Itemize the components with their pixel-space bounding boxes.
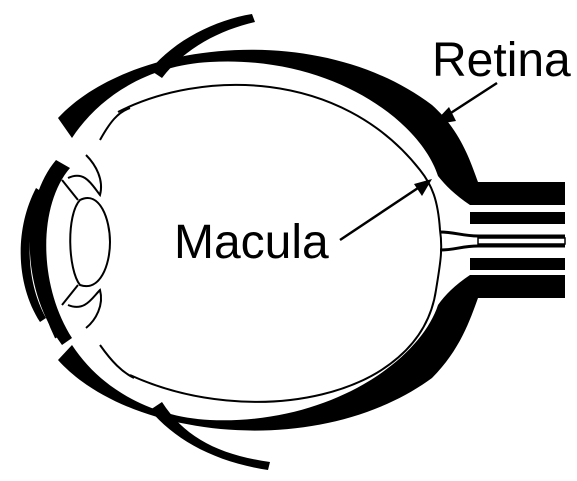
lower-lid-curve xyxy=(150,402,270,470)
upper-lid-curve xyxy=(150,14,255,78)
lens xyxy=(70,198,110,286)
retina-pointer-arrow xyxy=(432,83,497,125)
macula-label: Macula xyxy=(174,216,329,269)
optic-nerve xyxy=(440,212,565,270)
cornea xyxy=(21,160,72,345)
retina-label: Retina xyxy=(432,34,571,87)
macula-pointer-arrow xyxy=(340,179,432,240)
